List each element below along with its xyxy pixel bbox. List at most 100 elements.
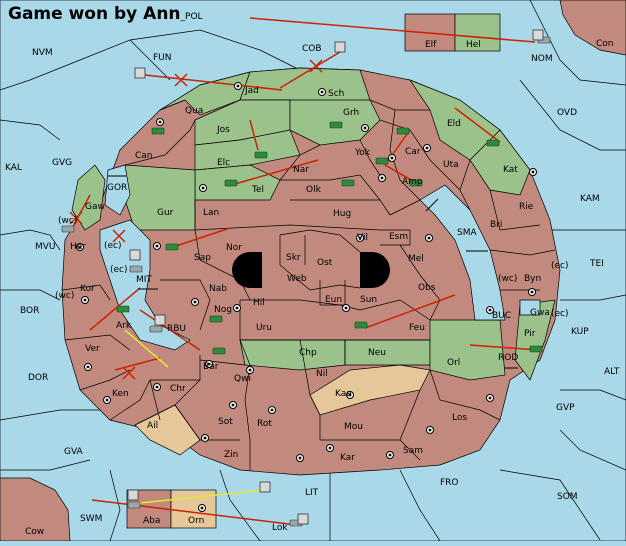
- label-sch: Sch: [328, 89, 344, 99]
- territory-neu[interactable]: [344, 339, 431, 366]
- label-chr: Chr: [170, 384, 186, 394]
- territory-hel[interactable]: [454, 13, 501, 52]
- label-olk: Olk: [306, 185, 322, 195]
- territory-kaa[interactable]: [309, 364, 431, 416]
- label-elc: Elc: [217, 158, 230, 168]
- label-alt: ALT: [604, 367, 620, 377]
- label-hel: Hel: [466, 40, 481, 50]
- territory-cow[interactable]: [0, 477, 71, 542]
- label-chp: Chp: [299, 348, 317, 358]
- label-hug: Hug: [333, 209, 351, 219]
- title-main: Game won by Ann: [8, 4, 181, 24]
- label-rbu: RBU: [167, 324, 186, 334]
- label-rod: ROD: [498, 353, 518, 363]
- label-nil: Nil: [316, 369, 328, 379]
- fleet-units: [61, 36, 551, 527]
- army-units: [116, 121, 543, 355]
- label-kal: KAL: [5, 163, 22, 173]
- label-byn: Byn: [524, 274, 541, 284]
- label-uta: Uta: [443, 160, 459, 170]
- label-nab: Nab: [209, 284, 227, 294]
- label-orn: Orn: [188, 516, 204, 526]
- label-mou: Mou: [344, 422, 363, 432]
- label-los: Los: [452, 413, 467, 423]
- label-nom: NOM: [531, 54, 553, 64]
- label-lan: Lan: [203, 208, 219, 218]
- label-tei: TEI: [589, 259, 604, 269]
- game-result-title: Game won by Ann_POL: [8, 4, 203, 24]
- label-ver: Ver: [85, 344, 100, 354]
- supply-centers: [76, 82, 537, 512]
- label-eld: Eld: [447, 119, 461, 129]
- label-ark: Ark: [116, 321, 132, 331]
- lake-sma: [419, 184, 506, 321]
- label-can: Can: [135, 151, 153, 161]
- title-suffix: _POL: [180, 12, 203, 22]
- label-nvm: NVM: [32, 48, 53, 58]
- label-nor: Nor: [226, 243, 242, 253]
- label-wc-kor: (wc): [55, 291, 74, 301]
- label-kaa: Kaa: [335, 389, 352, 399]
- label-gor: GOR: [107, 183, 127, 193]
- label-skr: Skr: [286, 253, 301, 263]
- label-sun: Sun: [360, 295, 377, 305]
- label-mvu: MVU: [35, 242, 56, 252]
- label-sot: Sot: [218, 417, 233, 427]
- label-gur: Gur: [157, 208, 174, 218]
- label-car: Car: [405, 147, 421, 157]
- label-gvg: GVG: [52, 158, 72, 168]
- label-orl: Orl: [447, 358, 460, 368]
- label-kam: KAM: [580, 194, 600, 204]
- coast-connectors: [108, 175, 518, 369]
- label-her: Her: [70, 242, 86, 252]
- label-sma: SMA: [457, 228, 477, 238]
- label-qua: Qua: [185, 106, 203, 116]
- label-ec-kor: (ec): [110, 265, 128, 275]
- label-swm: SWM: [80, 514, 102, 524]
- label-kat: Kat: [503, 165, 518, 175]
- territory-con[interactable]: [559, 0, 626, 56]
- label-gaw: Gaw: [85, 202, 105, 212]
- label-cow: Cow: [25, 527, 44, 537]
- label-ec-gwa: (ec): [551, 309, 569, 319]
- label-ovd: OVD: [557, 108, 577, 118]
- label-con: Con: [596, 39, 614, 49]
- label-fun: FUN: [153, 53, 172, 63]
- label-obs: Obs: [418, 283, 436, 293]
- label-grh: Grh: [343, 108, 359, 118]
- label-som: SOM: [557, 492, 578, 502]
- territory-orl[interactable]: [429, 319, 506, 381]
- label-fro: FRO: [440, 478, 459, 488]
- label-gvp: GVP: [556, 403, 575, 413]
- label-feu: Feu: [409, 323, 425, 333]
- label-rie: Rie: [519, 202, 534, 212]
- label-wc-gaw: (wc): [58, 216, 77, 226]
- territory-kat[interactable]: [469, 129, 531, 196]
- label-rot: Rot: [257, 419, 272, 429]
- territory-gur[interactable]: [124, 164, 196, 231]
- label-jos: Jos: [216, 125, 230, 135]
- label-aba: Aba: [143, 516, 160, 526]
- label-eun: Eun: [325, 295, 342, 305]
- barrier-east: [360, 252, 390, 288]
- label-bor: BOR: [20, 306, 39, 316]
- label-elf: Elf: [425, 40, 437, 50]
- label-nar: Nar: [293, 165, 309, 175]
- failed-orders: [69, 59, 323, 380]
- territory-pir[interactable]: [514, 299, 556, 381]
- barrier-west: [232, 252, 262, 288]
- label-ec-byn: (ec): [551, 261, 569, 271]
- label-buc: BUC: [492, 311, 511, 321]
- label-wc-byn: (wc): [498, 274, 517, 284]
- region-labels: NVM FUN COB NOM Con Elf Hel OVD KAL GVG …: [5, 39, 620, 537]
- label-esm: Esm: [389, 232, 408, 242]
- label-pir: Pir: [524, 329, 536, 339]
- label-nog: Nog: [214, 305, 232, 315]
- label-uru: Uru: [256, 323, 272, 333]
- label-web: Web: [287, 274, 307, 284]
- territory-chp[interactable]: [239, 339, 346, 371]
- label-lok: Lok: [272, 523, 288, 533]
